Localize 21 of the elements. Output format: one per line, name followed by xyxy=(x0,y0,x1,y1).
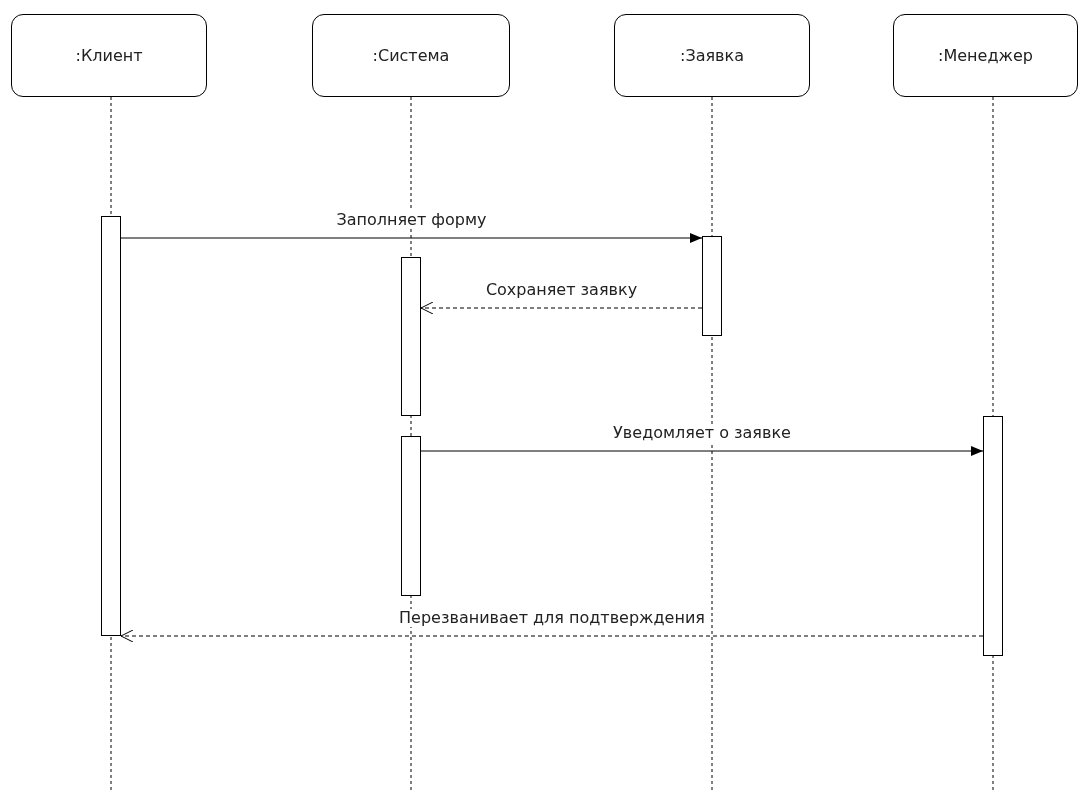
activation-bar xyxy=(983,416,1003,656)
message-label: Перезванивает для подтверждения xyxy=(397,609,707,627)
message-label: Уведомляет о заявке xyxy=(611,424,793,442)
lifeline-head xyxy=(312,14,510,97)
activation-bar xyxy=(401,436,421,596)
return-message-arrow xyxy=(420,301,703,315)
message-arrow xyxy=(420,446,984,456)
lifeline-head xyxy=(893,14,1078,97)
object-name: :Клиент xyxy=(75,46,143,65)
return-message-arrow xyxy=(120,629,984,643)
activation-bar xyxy=(702,236,722,336)
message-label: Сохраняет заявку xyxy=(483,281,640,299)
activation-bar xyxy=(101,216,121,636)
lifeline-head xyxy=(614,14,810,97)
object-name: :Система xyxy=(372,46,450,65)
object-name: :Заявка xyxy=(680,46,744,65)
lifeline-head xyxy=(11,14,207,97)
message-arrow xyxy=(120,233,703,243)
activation-bar xyxy=(401,257,421,416)
message-label: Заполняет форму xyxy=(334,211,489,229)
object-name: :Менеджер xyxy=(938,46,1033,65)
